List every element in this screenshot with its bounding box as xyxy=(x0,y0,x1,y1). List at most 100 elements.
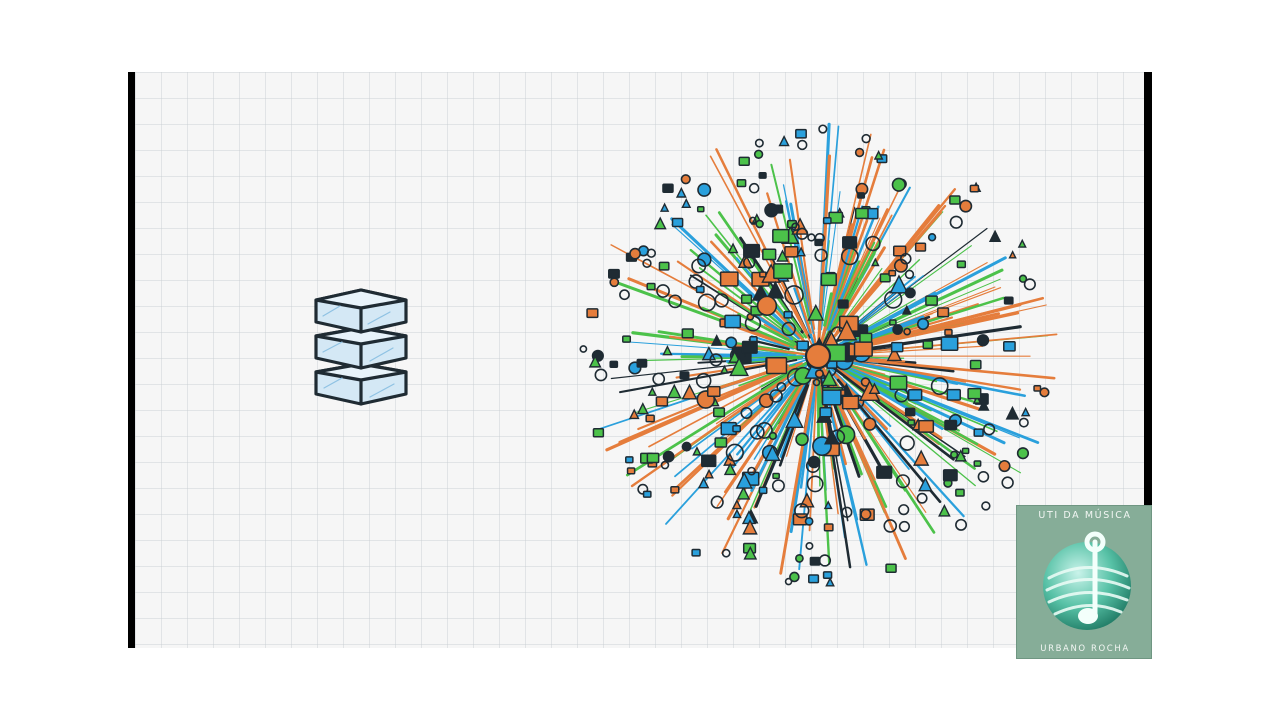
burst-element xyxy=(743,243,761,258)
burst-element xyxy=(710,334,723,346)
burst-element xyxy=(791,222,800,232)
burst-element xyxy=(642,258,652,269)
burst-element xyxy=(736,486,751,500)
burst-element xyxy=(766,280,785,299)
burst-element xyxy=(904,287,916,299)
burst-element xyxy=(779,378,816,575)
channel-logo: UTI DA MÚSICA URBANO ROCHA xyxy=(1016,505,1152,659)
burst-element xyxy=(946,388,961,401)
burst-element xyxy=(830,365,955,461)
burst-element xyxy=(826,248,856,330)
burst-element xyxy=(728,350,742,363)
burst-element xyxy=(743,545,758,560)
burst-element xyxy=(876,465,893,479)
burst-element xyxy=(750,364,815,492)
burst-element xyxy=(681,383,698,400)
burst-element xyxy=(755,219,764,229)
burst-element xyxy=(646,248,657,258)
burst-element xyxy=(773,263,793,280)
burst-element xyxy=(655,396,669,407)
burst-element xyxy=(899,252,912,265)
burst-element xyxy=(764,203,779,218)
burst-element xyxy=(918,419,935,433)
burst-element xyxy=(809,556,821,566)
burst-element xyxy=(1003,296,1014,305)
logo-subtitle: URBANO ROCHA xyxy=(1040,644,1130,654)
burst-element xyxy=(740,406,753,419)
burst-element xyxy=(742,518,758,535)
burst-element xyxy=(886,345,903,362)
burst-element xyxy=(807,455,821,469)
burst-element xyxy=(662,345,673,356)
burst-element xyxy=(795,554,804,563)
stacked-database-layers-icon xyxy=(314,288,408,406)
burst-element xyxy=(977,470,990,483)
burst-element xyxy=(961,447,970,455)
burst-element xyxy=(626,467,636,475)
burst-element xyxy=(885,563,897,574)
burst-element xyxy=(844,359,1022,391)
burst-element xyxy=(782,184,815,335)
burst-element xyxy=(759,361,809,394)
burst-element xyxy=(771,479,785,493)
burst-element xyxy=(662,183,674,194)
burst-element xyxy=(692,446,702,456)
burst-element xyxy=(930,377,949,395)
burst-element xyxy=(1039,387,1050,398)
burst-element xyxy=(645,414,655,423)
burst-element xyxy=(756,295,778,316)
burst-element xyxy=(756,422,773,439)
burst-element xyxy=(721,548,731,558)
burst-element xyxy=(763,384,800,440)
burst-element xyxy=(807,233,816,242)
burst-element xyxy=(642,490,652,498)
burst-element xyxy=(697,182,712,197)
burst-element xyxy=(793,287,816,348)
burst-element xyxy=(609,360,619,368)
burst-element xyxy=(776,249,789,262)
burst-element xyxy=(892,324,904,335)
burst-element xyxy=(709,155,814,347)
burst-element xyxy=(833,372,888,431)
burst-element xyxy=(797,139,808,151)
burst-element xyxy=(818,554,832,567)
burst-element xyxy=(768,431,777,441)
burst-element xyxy=(907,388,923,401)
burst-element xyxy=(738,156,750,167)
burst-element xyxy=(944,328,953,336)
burst-element xyxy=(766,379,805,440)
burst-element xyxy=(763,323,790,340)
burst-element xyxy=(671,217,684,228)
burst-element xyxy=(660,460,670,470)
burst-element xyxy=(944,419,958,431)
burst-element xyxy=(592,428,605,438)
burst-element xyxy=(691,548,701,557)
burst-element xyxy=(725,336,738,349)
burst-element xyxy=(956,260,967,269)
burst-element xyxy=(681,328,694,339)
burst-element xyxy=(807,303,825,321)
burst-element xyxy=(653,216,667,230)
burst-element xyxy=(907,419,916,426)
burst-element xyxy=(827,219,869,327)
burst-element xyxy=(796,227,809,240)
burst-element xyxy=(586,308,599,319)
burst-element xyxy=(691,258,707,274)
burst-element xyxy=(954,449,967,462)
burst-element xyxy=(819,406,833,418)
burst-element xyxy=(675,186,687,198)
burst-element xyxy=(838,367,944,430)
burst-element xyxy=(704,468,714,479)
burst-element xyxy=(860,508,872,520)
burst-element xyxy=(662,450,675,463)
burst-element xyxy=(814,369,824,379)
burst-element xyxy=(871,257,880,267)
burst-element xyxy=(901,304,912,315)
burst-element xyxy=(759,271,767,278)
burst-element xyxy=(732,365,811,468)
burst-element xyxy=(794,502,810,519)
burst-element xyxy=(730,324,790,347)
burst-element xyxy=(695,372,712,389)
burst-element xyxy=(918,476,933,492)
burst-element xyxy=(659,202,670,212)
